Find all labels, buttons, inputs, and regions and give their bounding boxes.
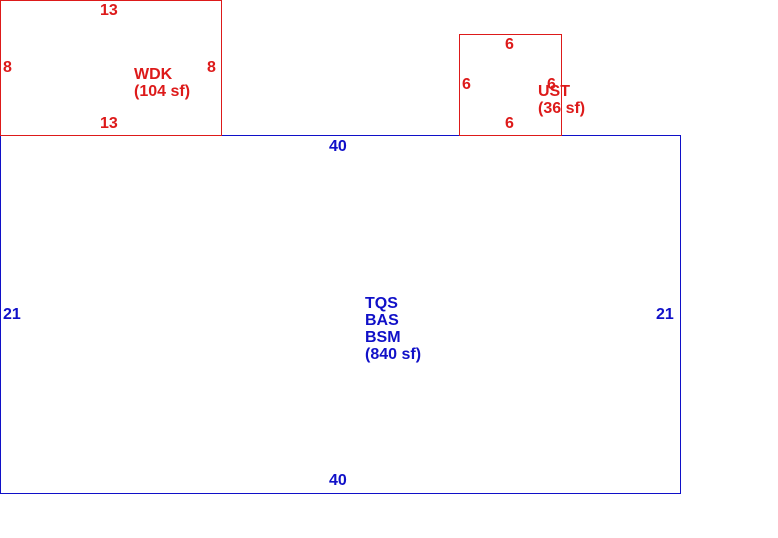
wdk-outline — [0, 0, 222, 136]
main-code-2: BAS — [365, 312, 399, 329]
main-bottom-dimension: 40 — [329, 472, 347, 489]
ust-left-dimension: 6 — [462, 76, 471, 93]
main-area-outline — [0, 135, 681, 494]
main-area-label: TQS BAS BSM (840 sf) — [365, 295, 421, 363]
main-area-size: (840 sf) — [365, 346, 422, 363]
ust-right-dimension: 6 — [547, 76, 556, 93]
wdk-left-dimension: 8 — [3, 59, 12, 76]
wdk-label: WDK (104 sf) — [134, 66, 190, 100]
wdk-top-dimension: 13 — [100, 2, 118, 19]
wdk-bottom-dimension: 13 — [100, 115, 118, 132]
ust-code: UST — [538, 83, 570, 100]
main-code-3: BSM — [365, 329, 401, 346]
wdk-code: WDK — [134, 66, 173, 83]
ust-label: UST (36 sf) — [538, 83, 585, 117]
wdk-area-size: (104 sf) — [134, 83, 191, 100]
ust-outline — [459, 34, 562, 136]
ust-bottom-dimension: 6 — [505, 115, 514, 132]
wdk-right-dimension: 8 — [207, 59, 216, 76]
ust-top-dimension: 6 — [505, 36, 514, 53]
main-right-dimension: 21 — [656, 306, 674, 323]
main-top-dimension: 40 — [329, 138, 347, 155]
main-left-dimension: 21 — [3, 306, 21, 323]
ust-area-size: (36 sf) — [538, 100, 586, 117]
main-code-1: TQS — [365, 295, 398, 312]
